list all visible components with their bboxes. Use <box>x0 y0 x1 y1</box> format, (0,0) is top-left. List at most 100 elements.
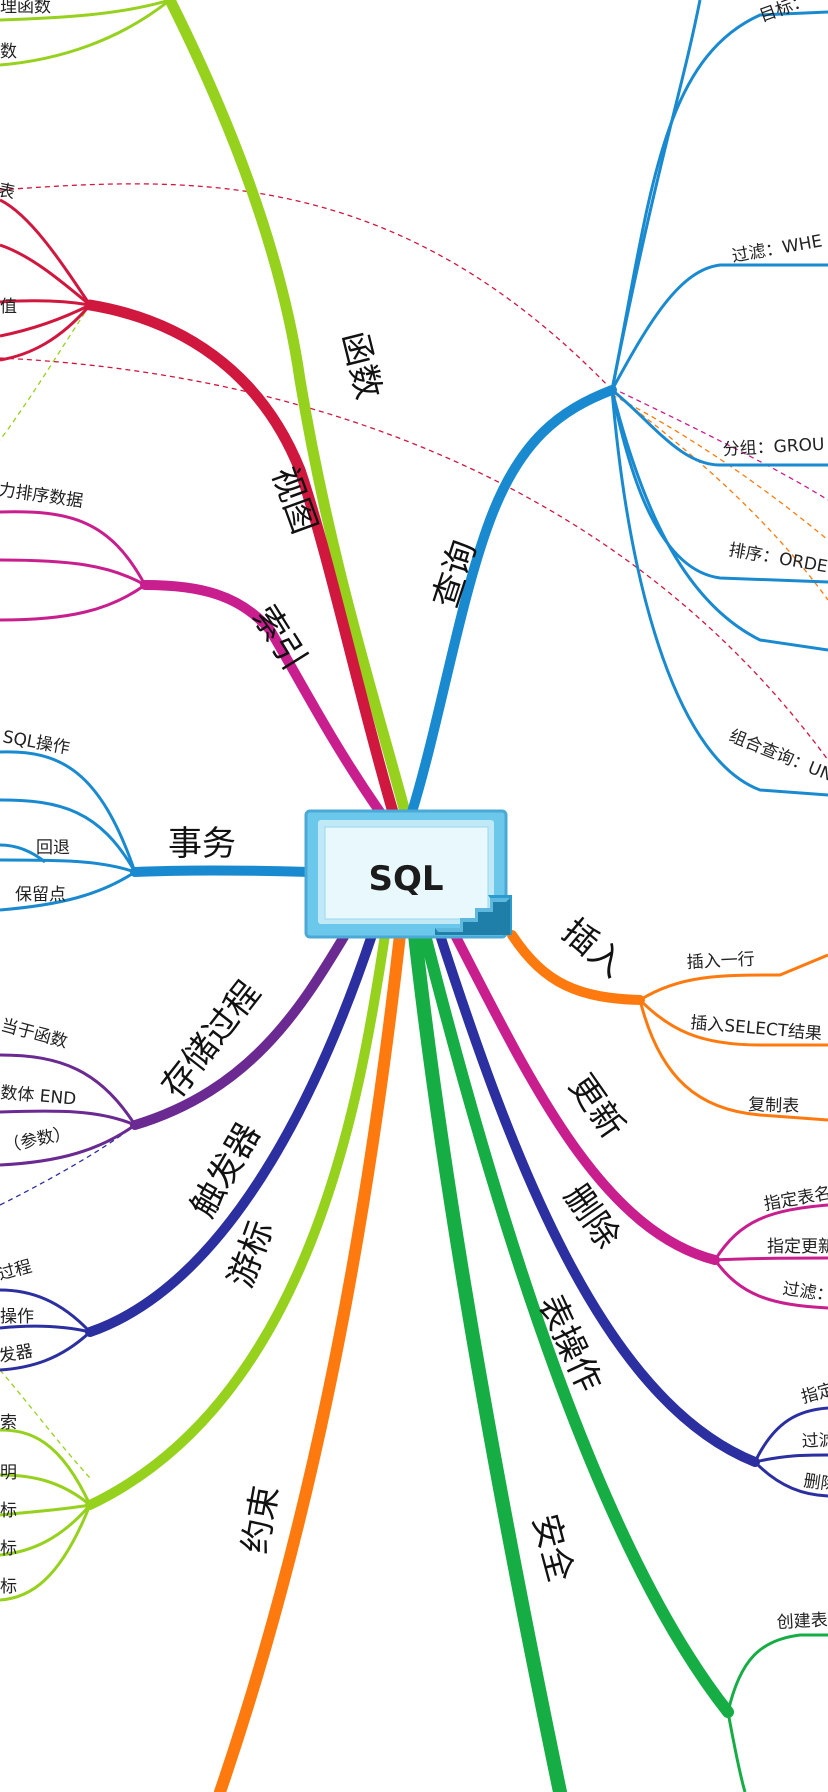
branch-procedure-line[interactable] <box>130 930 350 1130</box>
leaf-line-cursor-1 <box>0 1428 92 1506</box>
leaf-label-index-1[interactable]: 力排序数据 <box>0 480 84 512</box>
leaf-label-query-2[interactable]: 过滤：WHE <box>730 231 823 267</box>
branch-label-query[interactable]: 查询 <box>426 536 485 613</box>
leaf-label-update-2[interactable]: 指定更新 <box>767 1237 828 1257</box>
branch-cursor-line[interactable] <box>85 930 390 1510</box>
leaf-line-query-6 <box>610 389 828 797</box>
relation-query-to-update <box>611 387 828 501</box>
leaf-label-procedure-1[interactable]: 当于函数 <box>0 1016 70 1053</box>
leaf-label-index-2[interactable]: I <box>0 541 1 561</box>
leaf-label-function-2[interactable]: 数 <box>0 42 17 62</box>
branch-security-line[interactable] <box>408 928 567 1792</box>
branch-label-security[interactable]: 安全 <box>524 1510 580 1586</box>
leaf-line-transaction-1 <box>0 750 137 873</box>
branch-delete-line[interactable] <box>435 930 760 1467</box>
leaf-label-trigger-3[interactable]: 发器 <box>0 1341 34 1367</box>
leaf-line-index-1 <box>0 510 147 586</box>
branch-label-function[interactable]: 函数 <box>333 328 388 404</box>
leaf-label-transaction-2[interactable]: 回退 <box>36 838 70 858</box>
branch-label-transaction[interactable]: 事务 <box>168 824 236 864</box>
leaf-line-procedure-3 <box>0 1123 136 1167</box>
branch-update-line[interactable] <box>450 930 720 1265</box>
leaf-line-insert-3 <box>638 999 828 1122</box>
leaf-line-query-4 <box>610 389 828 584</box>
leaf-line-trigger-2 <box>0 1324 91 1334</box>
branch-constraint-line[interactable] <box>214 929 406 1792</box>
leaf-label-table-ops-1[interactable]: 创建表 <box>776 1610 828 1633</box>
branch-table-ops-line[interactable] <box>419 929 734 1718</box>
branch-trigger-line[interactable] <box>85 930 377 1337</box>
leaf-line-delete-2 <box>754 1453 828 1464</box>
leaf-label-trigger-2[interactable]: 操作 <box>0 1307 34 1327</box>
leaf-line-procedure-1 <box>0 1053 137 1126</box>
leaf-label-delete-2[interactable]: 过滤 <box>801 1430 828 1452</box>
leaf-line-query-5 <box>610 389 828 652</box>
branch-function-line[interactable] <box>164 0 411 818</box>
leaf-line-update-3 <box>713 1259 828 1310</box>
leaf-line-function-1 <box>0 0 171 22</box>
relation-query-to-insert <box>611 394 828 541</box>
leaf-line-trigger-1 <box>0 1288 92 1334</box>
leaf-label-procedure-3[interactable]: （参数） <box>2 1123 73 1157</box>
leaf-line-delete-3 <box>753 1460 828 1498</box>
leaf-line-cursor-3 <box>0 1503 91 1517</box>
branch-label-delete[interactable]: 删除 <box>556 1177 628 1256</box>
leaf-line-cursor-2 <box>0 1473 91 1507</box>
leaf-line-procedure-2 <box>0 1109 136 1127</box>
leaf-line-view-3 <box>0 299 91 307</box>
branch-transaction-line[interactable] <box>130 865 315 877</box>
leaf-label-query-3[interactable]: 分组：GROU <box>722 435 825 460</box>
leaf-line-query-0 <box>610 0 702 391</box>
leaf-line-delete-1 <box>753 1406 828 1463</box>
leaf-line-transaction-3 <box>0 858 136 874</box>
branch-label-trigger[interactable]: 触发器 <box>183 1116 269 1224</box>
leaf-line-view-4 <box>0 303 91 338</box>
branch-index-line[interactable] <box>140 580 385 817</box>
leaf-line-function-2 <box>0 0 171 67</box>
leaf-line-query-2 <box>610 263 828 391</box>
branch-query-line[interactable] <box>407 385 617 817</box>
leaf-line-cursor-4 <box>0 1504 92 1557</box>
leaf-line-trigger-3 <box>0 1330 92 1372</box>
leaf-line-update-1 <box>713 1203 828 1261</box>
leaf-label-delete-1[interactable]: 指定 <box>799 1380 828 1408</box>
leaf-label-insert-3[interactable]: 复制表 <box>748 1095 800 1117</box>
leaf-line-index-2 <box>0 558 146 587</box>
relation-function-to-view <box>0 304 91 441</box>
leaf-line-query-3 <box>611 388 828 467</box>
leaf-label-cursor-4[interactable]: 标 <box>0 1539 17 1559</box>
central-topic-screen <box>324 826 489 920</box>
branch-view-line[interactable] <box>84 299 399 818</box>
branch-label-insert[interactable]: 插入 <box>554 911 632 985</box>
leaf-line-transaction-4 <box>0 870 136 912</box>
leaf-label-cursor-5[interactable]: 标 <box>0 1577 17 1597</box>
leaf-label-query-4[interactable]: 排序：ORDE <box>727 540 828 577</box>
relation-query-to-insert-2 <box>611 391 828 601</box>
leaf-line-transaction-5 <box>0 843 46 864</box>
leaf-line-index-3 <box>0 583 146 622</box>
leaf-line-insert-2 <box>638 998 828 1047</box>
leaf-line-update-2 <box>714 1256 828 1262</box>
leaf-label-update-3[interactable]: 过滤： <box>781 1279 828 1306</box>
leaf-label-cursor-3[interactable]: 标 <box>0 1501 17 1521</box>
branch-label-constraint[interactable]: 约束 <box>235 1483 286 1557</box>
leaf-line-view-1 <box>0 198 92 306</box>
branch-insert-line[interactable] <box>507 930 645 1005</box>
leaf-label-view-2[interactable]: 值 <box>0 297 17 317</box>
leaf-label-insert-1[interactable]: 插入一行 <box>686 949 755 973</box>
leaf-label-cursor-2[interactable]: 明 <box>0 1463 17 1483</box>
leaf-label-query-5[interactable]: 组合查询：UN <box>726 726 828 786</box>
leaf-line-view-5 <box>0 304 92 362</box>
leaf-label-procedure-2[interactable]: 数体 END <box>0 1083 77 1110</box>
relation-view-to-query <box>0 183 613 391</box>
leaf-label-cursor-1[interactable]: 索 <box>0 1413 17 1433</box>
central-topic-label: SQL <box>368 859 443 899</box>
leaf-label-function-1[interactable]: 理函数 <box>0 0 51 17</box>
central-topic[interactable]: SQL <box>304 809 512 939</box>
leaf-label-transaction-3[interactable]: 保留点 <box>15 885 66 905</box>
leaf-label-trigger-1[interactable]: 过程 <box>0 1257 34 1285</box>
leaf-label-view-1[interactable]: 表 <box>0 180 17 203</box>
leaf-line-table-ops-2 <box>726 1711 747 1792</box>
leaf-line-insert-1 <box>639 953 828 1002</box>
